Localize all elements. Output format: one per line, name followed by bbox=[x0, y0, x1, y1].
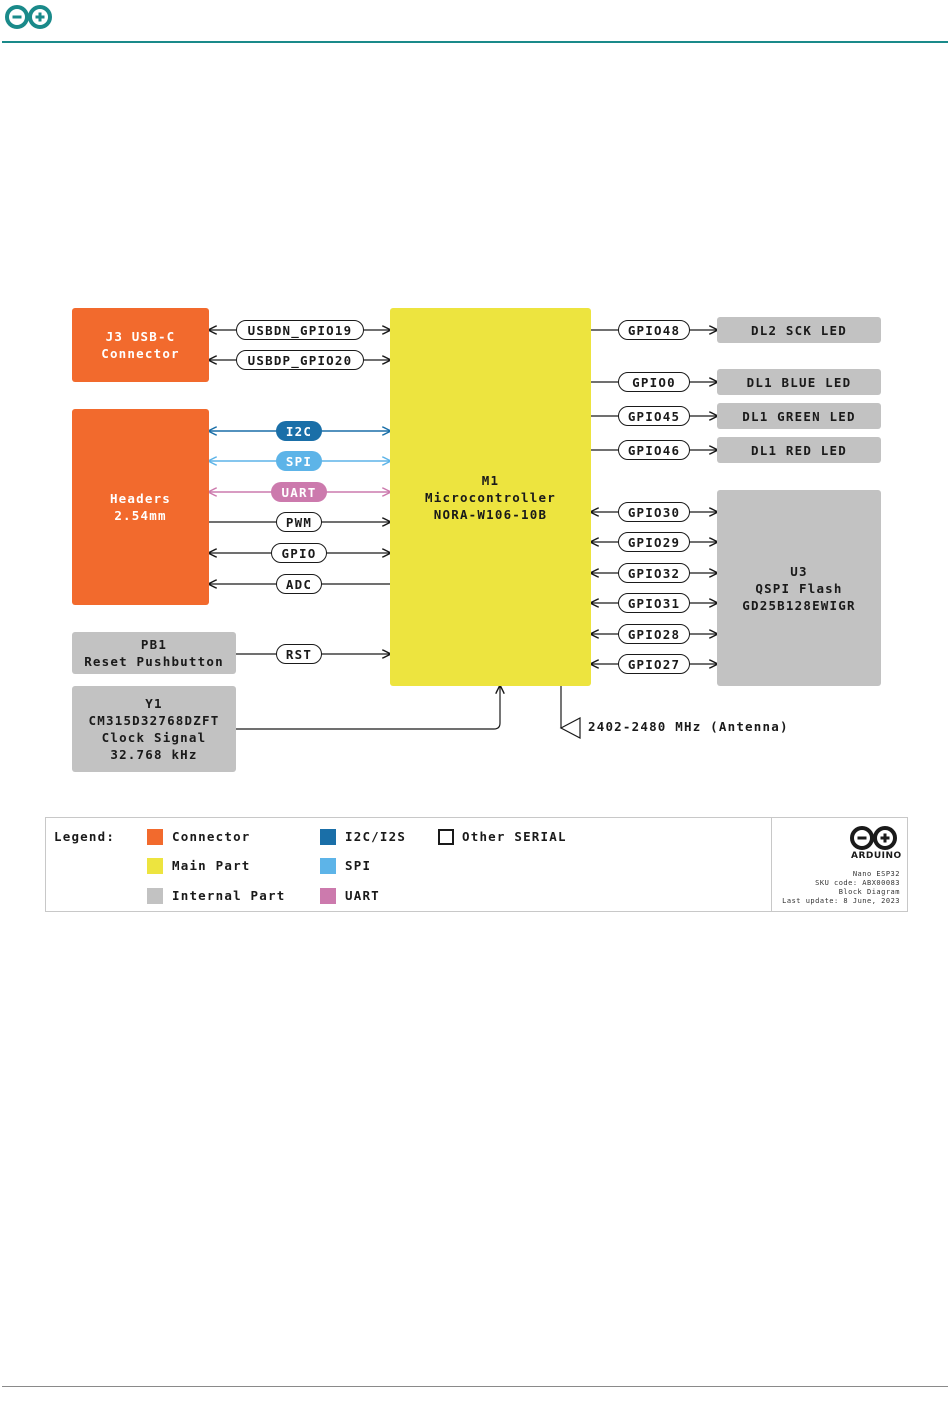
signal-usbdn: USBDN_GPIO19 bbox=[236, 320, 364, 340]
brand-doc: Block Diagram bbox=[838, 888, 900, 896]
arduino-infinity-icon bbox=[5, 5, 52, 29]
arduino-brand-icon bbox=[850, 826, 897, 850]
signal-gpio48: GPIO48 bbox=[618, 320, 690, 340]
signal-gpio45: GPIO45 bbox=[618, 406, 690, 426]
signal-usbdp: USBDP_GPIO20 bbox=[236, 350, 364, 370]
signal-gpio0: GPIO0 bbox=[618, 372, 690, 392]
legend-divider bbox=[771, 817, 772, 912]
block-dl2-sck-led: DL2 SCK LED bbox=[717, 317, 881, 343]
legend-spi: SPI bbox=[345, 858, 372, 873]
block-usb-connector: J3 USB-C Connector bbox=[72, 308, 209, 382]
block-headers: Headers 2.54mm bbox=[72, 409, 209, 605]
signal-uart: UART bbox=[271, 482, 327, 502]
legend-title: Legend: bbox=[54, 829, 116, 844]
legend-uart: UART bbox=[345, 888, 380, 903]
legend-other: Other SERIAL bbox=[462, 829, 567, 844]
signal-pwm: PWM bbox=[276, 512, 322, 532]
legend-swatch-main bbox=[147, 858, 163, 874]
signal-gpio30: GPIO30 bbox=[618, 502, 690, 522]
legend-box bbox=[45, 817, 908, 912]
legend-swatch-internal bbox=[147, 888, 163, 904]
legend-swatch-connector bbox=[147, 829, 163, 845]
signal-gpio29: GPIO29 bbox=[618, 532, 690, 552]
legend-i2c: I2C/I2S bbox=[345, 829, 407, 844]
block-dl1-blue-led: DL1 BLUE LED bbox=[717, 369, 881, 395]
legend-main: Main Part bbox=[172, 858, 251, 873]
signal-rst: RST bbox=[276, 644, 322, 664]
legend-connector: Connector bbox=[172, 829, 251, 844]
signal-gpio27: GPIO27 bbox=[618, 654, 690, 674]
legend-swatch-uart bbox=[320, 888, 336, 904]
line-antenna bbox=[559, 686, 581, 739]
brand-name: ARDUINO bbox=[851, 851, 902, 861]
signal-gpio31: GPIO31 bbox=[618, 593, 690, 613]
block-clock-crystal: Y1 CM315D32768DZFT Clock Signal 32.768 k… bbox=[72, 686, 236, 772]
signal-adc: ADC bbox=[276, 574, 322, 594]
block-dl1-green-led: DL1 GREEN LED bbox=[717, 403, 881, 429]
header-divider bbox=[2, 41, 948, 43]
brand-sku: SKU code: ABX00083 bbox=[815, 879, 900, 887]
signal-gpio46: GPIO46 bbox=[618, 440, 690, 460]
block-microcontroller: M1 Microcontroller NORA-W106-10B bbox=[390, 308, 591, 686]
block-dl1-red-led: DL1 RED LED bbox=[717, 437, 881, 463]
legend-swatch-spi bbox=[320, 858, 336, 874]
block-qspi-flash: U3 QSPI Flash GD25B128EWIGR bbox=[717, 490, 881, 686]
signal-gpio28: GPIO28 bbox=[618, 624, 690, 644]
signal-gpio: GPIO bbox=[271, 543, 327, 563]
antenna-label: 2402-2480 MHz (Antenna) bbox=[588, 719, 789, 734]
footer-divider bbox=[2, 1386, 948, 1387]
block-reset-pushbutton: PB1 Reset Pushbutton bbox=[72, 632, 236, 674]
signal-gpio32: GPIO32 bbox=[618, 563, 690, 583]
legend-swatch-i2c bbox=[320, 829, 336, 845]
brand-updated: Last update: 8 June, 2023 bbox=[782, 897, 900, 905]
legend-internal: Internal Part bbox=[172, 888, 286, 903]
line-clock bbox=[236, 686, 500, 730]
brand-product: Nano ESP32 bbox=[852, 870, 900, 878]
signal-i2c: I2C bbox=[276, 421, 322, 441]
legend-swatch-other bbox=[438, 829, 454, 845]
signal-spi: SPI bbox=[276, 451, 322, 471]
